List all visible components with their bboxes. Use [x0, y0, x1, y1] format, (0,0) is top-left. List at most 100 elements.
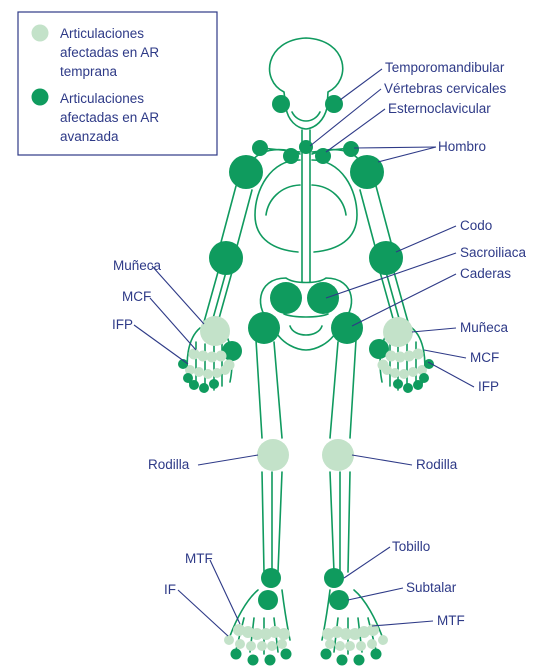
legend-advanced-line-1: Articulaciones	[60, 91, 144, 106]
skeleton	[187, 38, 425, 654]
joint-if-left-6	[277, 639, 287, 649]
joint-hip-left	[248, 312, 280, 344]
joints-layer	[178, 95, 434, 666]
label-sacroiliaca: Sacroiliaca	[460, 245, 527, 260]
joint-distal-left-4	[199, 383, 209, 393]
skull	[270, 38, 343, 129]
joint-shoulder-left	[229, 155, 263, 189]
joint-toe-left-1	[231, 649, 242, 660]
label-rodilla-right: Rodilla	[416, 457, 458, 472]
pelvis-inner	[284, 314, 328, 335]
label-if-left: IF	[164, 582, 176, 597]
label-subtalar: Subtalar	[406, 580, 457, 595]
joint-temporomandibular-right	[325, 95, 343, 113]
joint-cervical	[299, 140, 313, 154]
joint-distal-left-3	[189, 380, 199, 390]
label-muneca-right: Muñeca	[460, 320, 509, 335]
label-rodilla-left: Rodilla	[148, 457, 190, 472]
legend-early-swatch	[32, 25, 49, 42]
forearm-left	[204, 272, 232, 322]
leader-codo	[396, 226, 456, 252]
label-mtf-left: MTF	[185, 551, 213, 566]
joint-toe-right-3	[337, 655, 348, 666]
joint-if-right-6	[325, 639, 335, 649]
label-muneca-left: Muñeca	[113, 258, 162, 273]
jaw	[292, 112, 320, 121]
joint-ankle-right	[324, 568, 344, 588]
joint-distal-right-5	[393, 379, 403, 389]
joint-distal-right-3	[413, 380, 423, 390]
joint-ankle-left	[261, 568, 281, 588]
joint-elbow-right	[369, 241, 403, 275]
leader-temporomandibular	[340, 69, 382, 100]
label-mtf-right: MTF	[437, 613, 465, 628]
legend: Articulaciones afectadas en AR temprana …	[18, 12, 217, 155]
joint-toe-left-2	[248, 655, 259, 666]
joint-sternoclavicular-left	[283, 148, 299, 164]
joint-if-right-1	[378, 635, 388, 645]
joint-subtalar-left	[258, 590, 278, 610]
legend-early-line-1: Articulaciones	[60, 26, 144, 41]
joint-toe-right-4	[321, 649, 332, 660]
forearm-right	[380, 272, 408, 322]
label-tobillo: Tobillo	[392, 539, 430, 554]
joint-sacroiliac-left	[270, 282, 302, 314]
ribs	[266, 185, 346, 215]
joint-mcf-right-4	[386, 351, 397, 362]
leader-subtalar	[348, 588, 403, 600]
joint-toe-left-4	[281, 649, 292, 660]
femur-left	[256, 340, 282, 438]
humerus-right	[360, 186, 392, 250]
joint-temporomandibular-left	[272, 95, 290, 113]
lower-leg-left	[262, 472, 282, 572]
leader-if-left	[178, 590, 228, 636]
legend-advanced-line-3: avanzada	[60, 129, 119, 144]
joint-shoulder-right	[350, 155, 384, 189]
joint-if-left-5	[267, 641, 277, 651]
joint-hip-right	[331, 312, 363, 344]
joint-if-left-1	[224, 635, 234, 645]
joint-distal-right-4	[403, 383, 413, 393]
leader-muneca-right	[412, 328, 456, 332]
label-hombro: Hombro	[438, 139, 486, 154]
joint-mtf-right-6	[322, 628, 334, 640]
joint-ifp-right-5	[382, 365, 392, 375]
joint-if-right-5	[335, 641, 345, 651]
label-codo: Codo	[460, 218, 492, 233]
joint-toe-right-1	[371, 649, 382, 660]
leader-hombro-2	[378, 147, 436, 162]
legend-advanced-line-2: afectadas en AR	[60, 110, 159, 125]
leader-mtf-right	[372, 621, 433, 626]
joint-mcf-left-4	[216, 351, 227, 362]
leader-ifp-left	[134, 325, 188, 364]
label-temporomandibular: Temporomandibular	[385, 60, 505, 75]
leader-muneca-left	[152, 266, 204, 324]
joint-knee-left	[257, 439, 289, 471]
joint-toe-left-3	[265, 655, 276, 666]
joint-mtf-left-6	[278, 628, 290, 640]
joint-if-right-3	[356, 641, 366, 651]
joint-toe-right-2	[354, 655, 365, 666]
joint-wrist-left	[200, 316, 230, 346]
joint-if-right-2	[367, 639, 377, 649]
label-mcf-left: MCF	[122, 289, 151, 304]
joint-elbow-left	[209, 241, 243, 275]
leader-rodilla-right	[352, 455, 412, 465]
leader-caderas	[352, 274, 456, 326]
joint-ifp-left-2	[194, 367, 204, 377]
label-vertebras-cervicales: Vértebras cervicales	[384, 81, 507, 96]
leader-tobillo	[344, 547, 390, 578]
leader-rodilla-left	[198, 455, 258, 465]
joint-ifp-right-3	[399, 369, 409, 379]
leader-hombro-1	[354, 147, 436, 148]
joint-if-left-2	[235, 639, 245, 649]
label-esternoclavicular: Esternoclavicular	[388, 101, 491, 116]
lower-leg-right	[330, 472, 350, 572]
joint-wrist-right	[383, 317, 413, 347]
leader-ifp-right	[428, 362, 474, 387]
label-caderas: Caderas	[460, 266, 511, 281]
label-mcf-right: MCF	[470, 350, 499, 365]
legend-advanced-swatch	[32, 89, 49, 106]
joint-if-left-3	[246, 641, 256, 651]
joint-if-left-4	[257, 641, 267, 651]
